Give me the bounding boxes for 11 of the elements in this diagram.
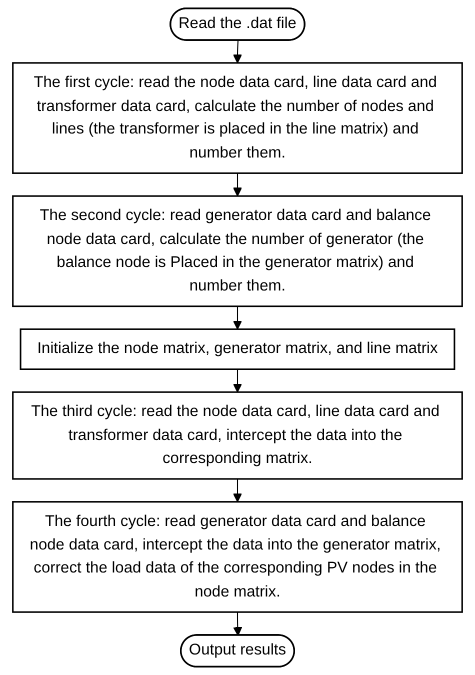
arrow bbox=[232, 306, 242, 330]
node-box: The third cycle: read the node data card, line data card and transformer data card, intercept the data into the corresponding matrix. bbox=[12, 391, 463, 480]
node-box: The fourth cycle: read generator data card and balance node data card, intercept the data into the generator matrix, correct the load data of the corresponding PV nodes in the node matrix. bbox=[12, 501, 463, 613]
arrow bbox=[232, 478, 242, 502]
node-box: The first cycle: read the node data card, line data card and transformer data card, calculate the number of nodes and lines (the transformer is placed in the line matrix) and number them. bbox=[12, 62, 463, 174]
node-box: Initialize the node matrix, generator matrix, and line matrix bbox=[20, 328, 456, 370]
arrow bbox=[233, 612, 242, 636]
arrow bbox=[232, 40, 242, 64]
arrow bbox=[232, 369, 242, 393]
node-box: The second cycle: read generator data card and balance node data card, calculate the number of generator (the balance node is Placed in the generator matrix) and number them. bbox=[12, 195, 463, 308]
arrow bbox=[232, 173, 242, 196]
